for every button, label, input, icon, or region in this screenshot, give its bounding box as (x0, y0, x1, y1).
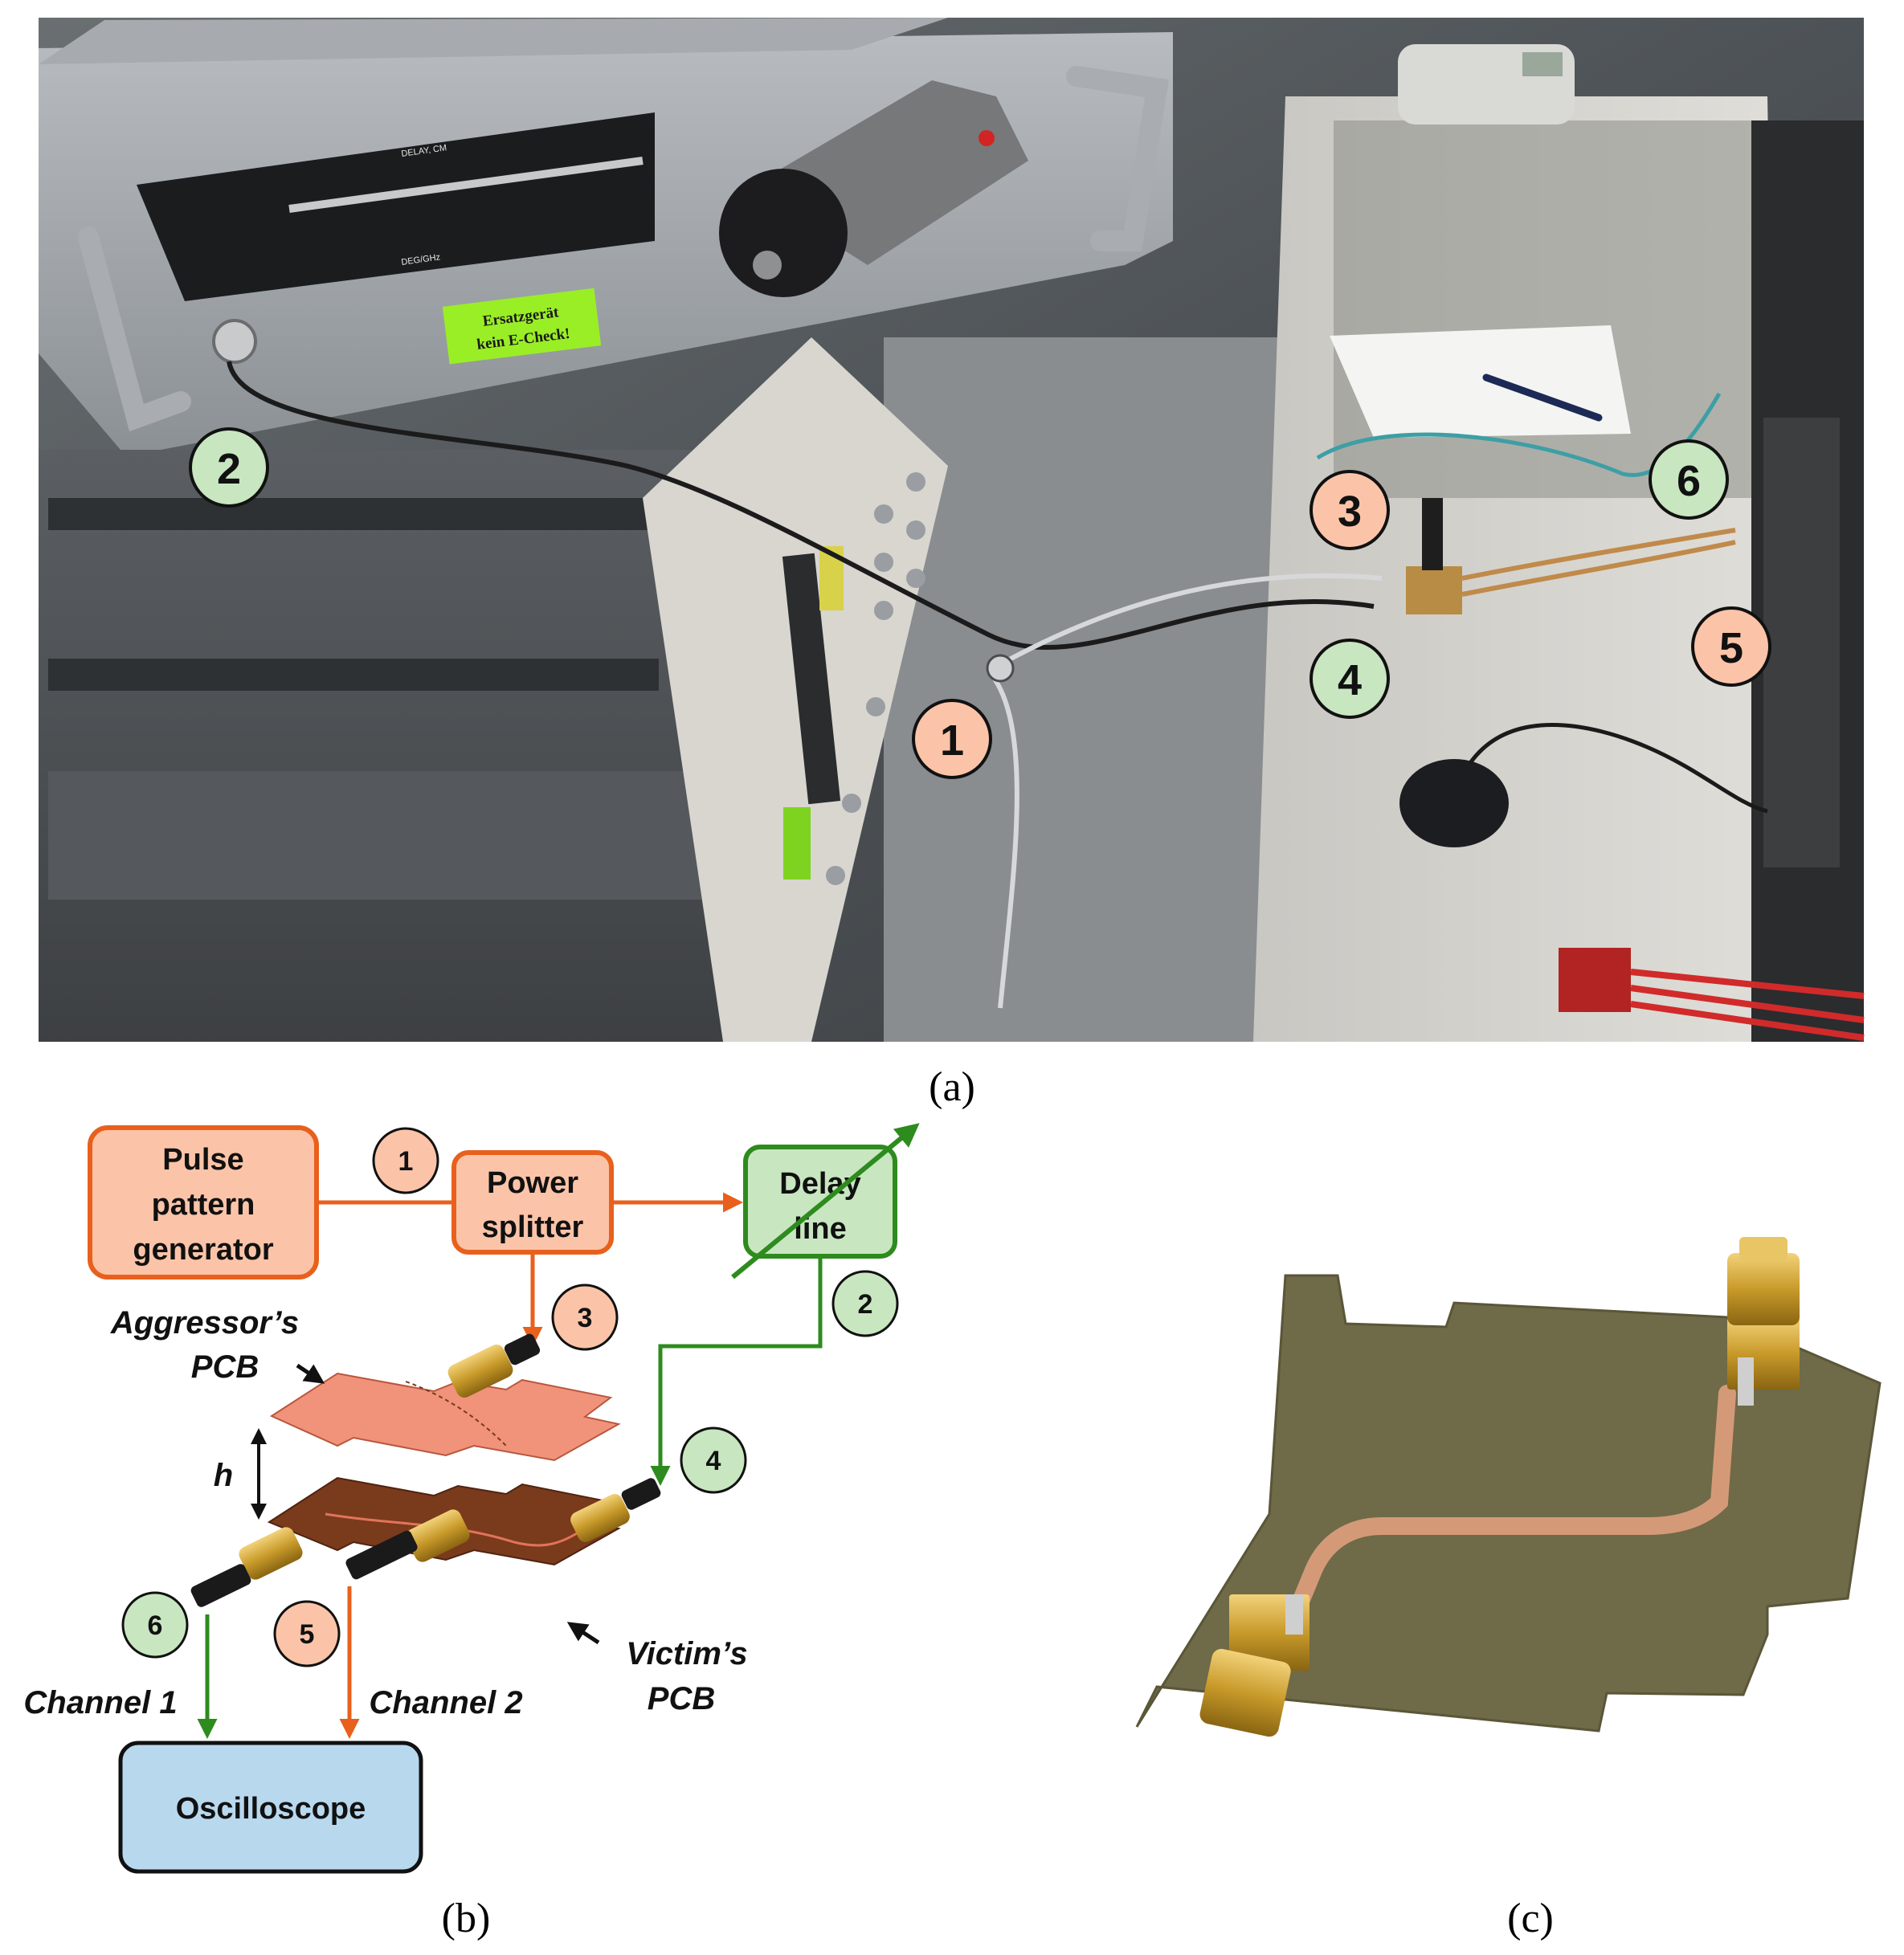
photo-marker-5: 5 (1691, 606, 1771, 687)
sticker: Ersatzgerät kein E-Check! (442, 288, 602, 365)
svg-text:4: 4 (706, 1446, 721, 1476)
power-splitter-photo (986, 654, 1015, 683)
svg-text:6: 6 (148, 1610, 163, 1641)
computer-mouse (1399, 759, 1509, 847)
aggressor-pointer (296, 1363, 325, 1384)
diagram-marker-2: 2 (831, 1270, 899, 1337)
svg-text:2: 2 (217, 445, 241, 493)
svg-text:6: 6 (1677, 457, 1701, 505)
victim-pointer (566, 1622, 600, 1645)
aggressor-label-line2: PCB (191, 1349, 259, 1385)
svg-text:1: 1 (940, 716, 964, 765)
svg-text:3: 3 (578, 1303, 593, 1333)
red-wires (1630, 969, 1865, 1041)
panel-a-photo: DELAY, CM DEG/GHz Ersatzgerät kein E-Che… (39, 18, 1865, 1042)
svg-text:5: 5 (300, 1619, 315, 1650)
cable-2 (227, 361, 1375, 650)
pcb-sma-connector-top (1727, 1237, 1800, 1406)
photo-marker-1: 1 (912, 699, 992, 779)
aggressor-connector-lower (345, 1509, 470, 1580)
power-splitter-line1: Power (487, 1166, 578, 1200)
pulse-generator-front-panel (643, 337, 948, 1042)
crank-red-dot (979, 130, 995, 146)
pulse-generator-line1: Pulse (162, 1143, 243, 1177)
pcb-sma-connector-bottom (1199, 1594, 1310, 1737)
delay-scale-plate (137, 112, 655, 301)
generator-green-label (783, 807, 811, 880)
delay-left-handle (78, 227, 191, 432)
crank-knob-hub (753, 251, 782, 280)
height-label: h (214, 1458, 233, 1493)
victim-trace (325, 1512, 583, 1547)
diagram-marker-5: 5 (273, 1600, 341, 1667)
pulse-generator-line3: generator (133, 1233, 273, 1267)
oscilloscope-block (118, 1741, 423, 1874)
svg-text:4: 4 (1338, 656, 1362, 704)
generator-handle (782, 553, 841, 805)
diagram-marker-4: 4 (680, 1426, 747, 1494)
panel-b-diagram: Pulse pattern generator Power splitter D… (23, 1123, 920, 1874)
caption-c: (c) (1507, 1896, 1554, 1941)
svg-text:5: 5 (1719, 624, 1743, 672)
caption-b: (b) (442, 1896, 491, 1941)
pcb-holder-photo (1422, 498, 1443, 570)
lower-instrument-vents-2 (48, 659, 659, 691)
sticker-background (442, 288, 602, 365)
pcb-stack-photo (1406, 566, 1462, 614)
generator-knobs (826, 472, 925, 885)
oscilloscope-label: Oscilloscope (176, 1792, 366, 1826)
delay-sma-connector (212, 319, 257, 364)
cable-6 (1461, 528, 1736, 581)
victim-label-line2: PCB (648, 1681, 715, 1716)
svg-text:2: 2 (858, 1289, 873, 1320)
diagram-marker-3: 3 (551, 1284, 619, 1351)
diagram-marker-1: 1 (372, 1127, 439, 1194)
lower-instrument-drawer (48, 771, 707, 900)
aggressor-connector (447, 1333, 541, 1398)
channel2-label: Channel 2 (369, 1685, 522, 1720)
victim-label-line1: Victim’s (626, 1636, 747, 1671)
delay-line-top (39, 18, 948, 64)
power-splitter-line2: splitter (482, 1210, 584, 1244)
aggressor-label-line1: Aggressor’s (110, 1305, 299, 1341)
aggressor-trace (405, 1381, 507, 1447)
cable-1 (986, 668, 1019, 1009)
pcb-substrate (1135, 1274, 1882, 1733)
channel1-label: Channel 1 (23, 1685, 177, 1720)
mouse-cable (1468, 723, 1768, 814)
caption-a: (a) (929, 1064, 975, 1110)
red-clip-bundle (1559, 948, 1631, 1012)
pulse-generator-line2: pattern (152, 1188, 255, 1222)
diagram-marker-6: 6 (121, 1591, 189, 1659)
delay-right-handle (1066, 66, 1169, 251)
crank-knob (719, 169, 848, 297)
pen (1482, 373, 1603, 422)
svg-text:1: 1 (398, 1146, 414, 1177)
telephone-display (1522, 52, 1563, 76)
right-rack-panel (1763, 418, 1840, 867)
delay-scale-slot (288, 157, 644, 213)
panel-c-photo (1135, 1237, 1882, 1737)
link-delay-victim (650, 1256, 823, 1486)
delay-line-adjust-arrow (731, 1123, 920, 1280)
photo-marker-3: 3 (1310, 470, 1390, 550)
cable-3 (995, 573, 1383, 669)
victim-connector-left (190, 1527, 303, 1607)
victim-connector-right (570, 1478, 661, 1542)
floor (884, 337, 1350, 1042)
paper-sheet (1330, 325, 1631, 438)
svg-text:3: 3 (1338, 488, 1362, 536)
aggressor-pcb (269, 1372, 621, 1462)
photo-marker-6: 6 (1649, 439, 1729, 520)
pcb-copper-trace (1281, 1385, 1736, 1638)
cable-5 (1461, 540, 1736, 597)
photo-marker-2: 2 (189, 427, 269, 508)
photo-marker-4: 4 (1310, 639, 1390, 719)
lower-instrument-vents (48, 498, 651, 530)
